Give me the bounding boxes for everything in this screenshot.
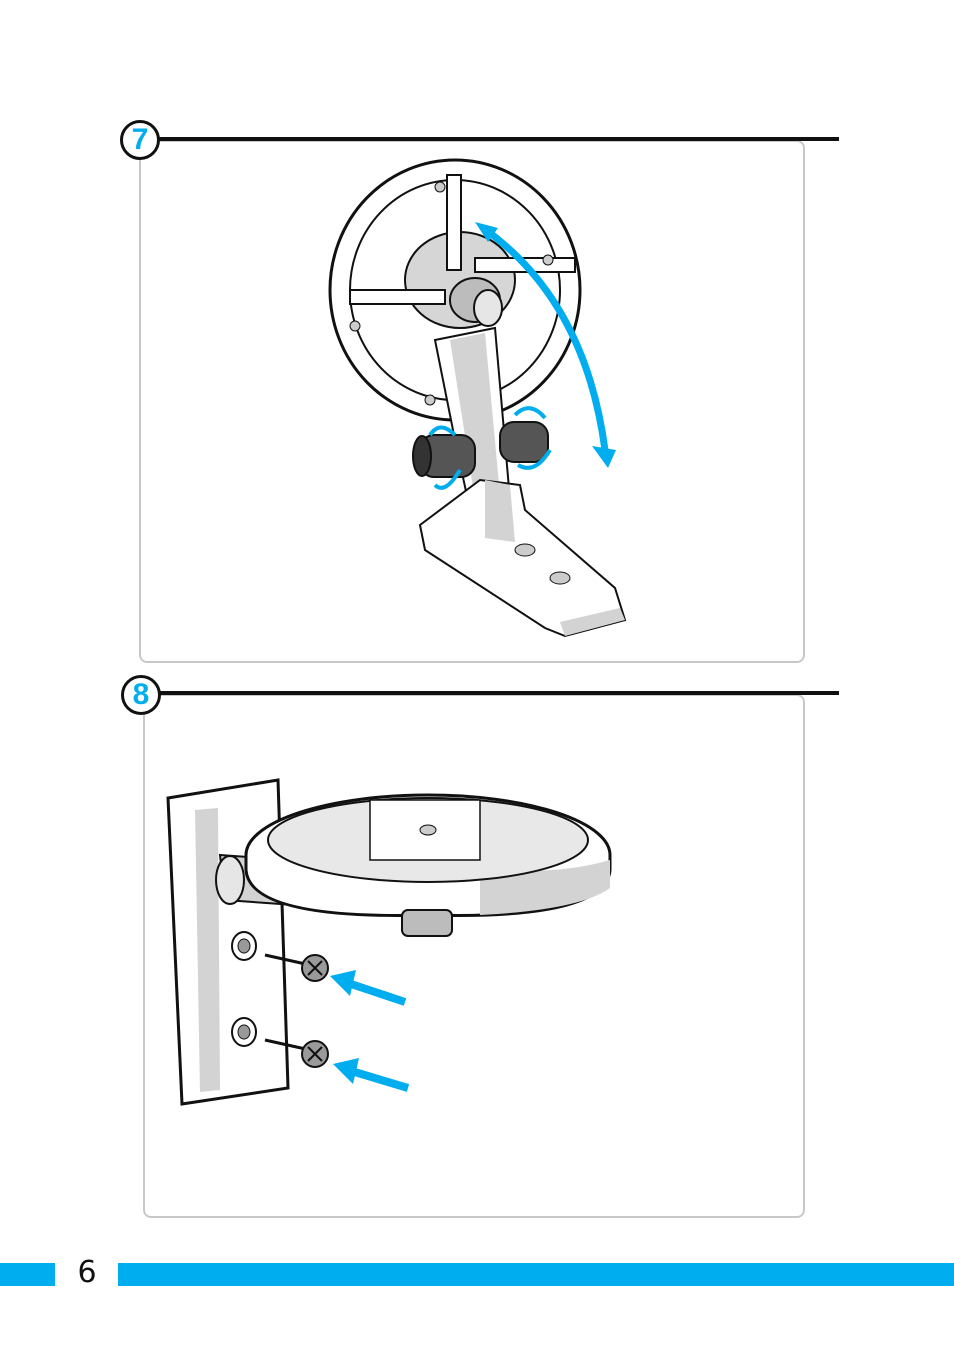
footer-bar-left: [0, 1263, 55, 1286]
step-7-rule: [150, 137, 839, 141]
page-number: 6: [62, 1253, 112, 1293]
step-8-wall-mount-illustration: [160, 770, 620, 1115]
step-8-badge: 8: [121, 675, 161, 715]
footer-bar-right: [118, 1263, 954, 1286]
step-7-badge: 7: [120, 120, 160, 160]
step-7-tilt-adjustment-illustration: [320, 150, 640, 640]
step-8-rule: [150, 691, 839, 695]
